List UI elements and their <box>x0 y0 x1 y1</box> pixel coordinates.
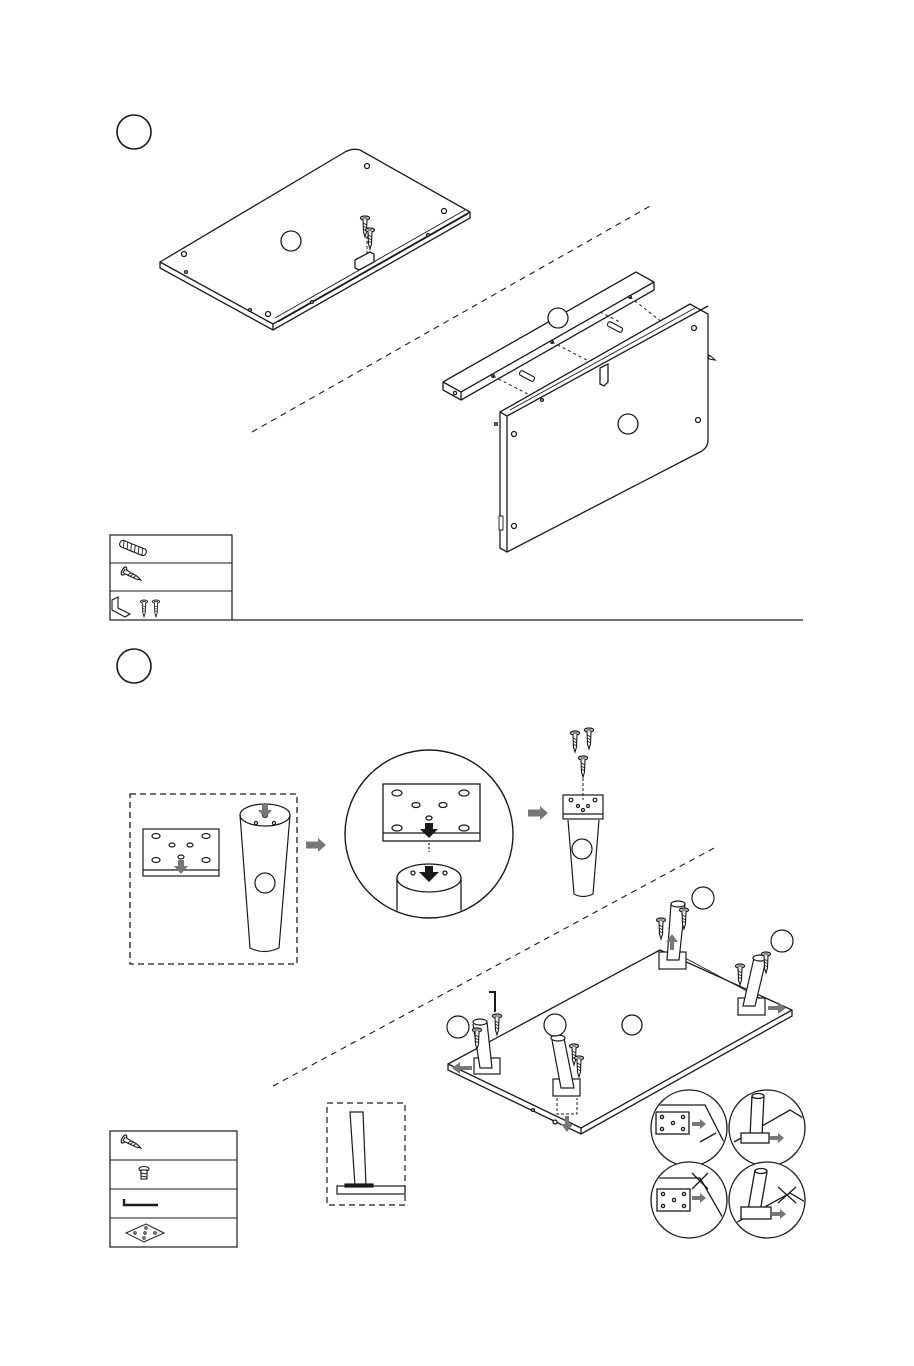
assembled-leg <box>563 795 603 897</box>
screw-icon <box>736 964 745 985</box>
step-1 <box>110 115 803 620</box>
wood-screw-icon <box>579 756 588 777</box>
screw-icon <box>493 1014 502 1035</box>
zoom-detail-circle <box>345 750 513 930</box>
allen-key-icon <box>489 992 495 1012</box>
plate-and-leg-detail <box>130 794 297 964</box>
leg-back-left <box>659 887 714 969</box>
panel-callout-a <box>281 231 301 251</box>
check-panel-correct-leg <box>729 1090 810 1166</box>
step-2 <box>110 649 812 1247</box>
check-panel-incorrect-plate <box>651 1162 727 1238</box>
right-arrow-icon <box>528 806 548 820</box>
wood-screw-icon <box>571 731 580 752</box>
screw-icon <box>657 918 666 939</box>
check-panel-correct-plate <box>648 1090 728 1166</box>
step-2-marker <box>117 649 151 683</box>
leg-angle-side-view <box>327 1103 405 1205</box>
short-bolt-icon <box>139 1167 149 1180</box>
wood-screw-icon <box>585 728 594 749</box>
step-2-parts-panel <box>110 1131 237 1247</box>
check-panel-incorrect-leg <box>729 1162 812 1238</box>
top-panel <box>160 149 470 330</box>
step-1-parts-panel <box>110 535 803 620</box>
step-1-marker <box>117 115 151 149</box>
right-arrow-icon <box>306 838 326 852</box>
